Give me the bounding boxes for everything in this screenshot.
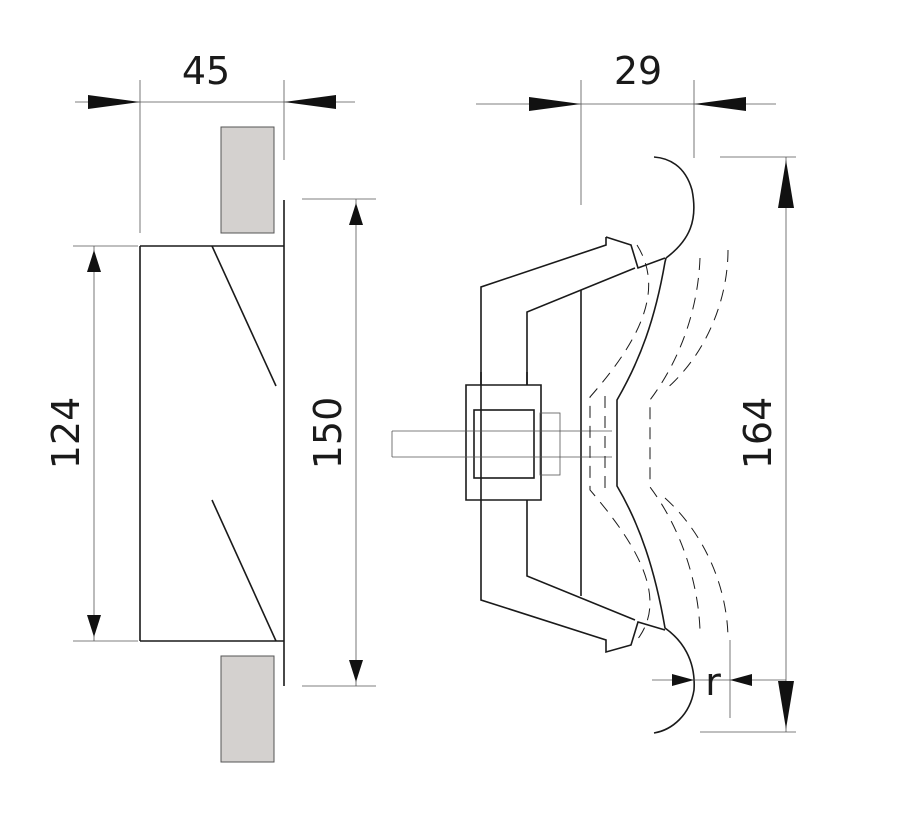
arrow-left-icon xyxy=(694,97,746,111)
dimension-radius: r xyxy=(652,640,786,718)
dimension-164: 164 xyxy=(700,156,796,733)
arrow-up-icon xyxy=(349,203,363,225)
left-view: 45 124 150 xyxy=(44,49,376,763)
arrow-right-icon xyxy=(672,674,694,686)
dim-label-r: r xyxy=(705,660,721,704)
arrow-up-icon xyxy=(87,250,101,272)
dimension-29: 29 xyxy=(476,49,776,205)
arrow-left-icon xyxy=(284,95,336,109)
profile-dashed-1 xyxy=(589,244,651,641)
dim-label-45: 45 xyxy=(182,49,230,93)
dim-label-150: 150 xyxy=(306,397,350,470)
dimension-45: 45 xyxy=(75,49,355,233)
arrow-up-icon xyxy=(778,160,794,208)
dim-label-29: 29 xyxy=(614,49,662,93)
dimension-150: 150 xyxy=(302,198,376,687)
bottom-pad xyxy=(220,655,275,763)
arrow-down-icon xyxy=(778,681,794,729)
bracket-outline xyxy=(480,236,666,654)
clamp-v-shape xyxy=(616,156,695,734)
dim-label-124: 124 xyxy=(44,397,88,470)
arrow-down-icon xyxy=(349,660,363,682)
left-body-outline xyxy=(139,200,285,686)
bolt-icon xyxy=(391,430,612,458)
dim-label-164: 164 xyxy=(736,397,780,470)
nut xyxy=(473,409,535,479)
profile-dashed-2 xyxy=(649,257,701,631)
top-pad xyxy=(220,126,275,234)
arrow-right-icon xyxy=(529,97,581,111)
bracket-inner xyxy=(526,267,636,621)
profile-dashed-3 xyxy=(664,249,729,641)
washer xyxy=(539,412,561,476)
dimension-124: 124 xyxy=(44,245,138,642)
nut-housing xyxy=(465,372,542,501)
arrow-down-icon xyxy=(87,615,101,637)
arrow-left-icon xyxy=(730,674,752,686)
right-view: 29 164 r xyxy=(391,49,796,734)
arrow-right-icon xyxy=(88,95,140,109)
